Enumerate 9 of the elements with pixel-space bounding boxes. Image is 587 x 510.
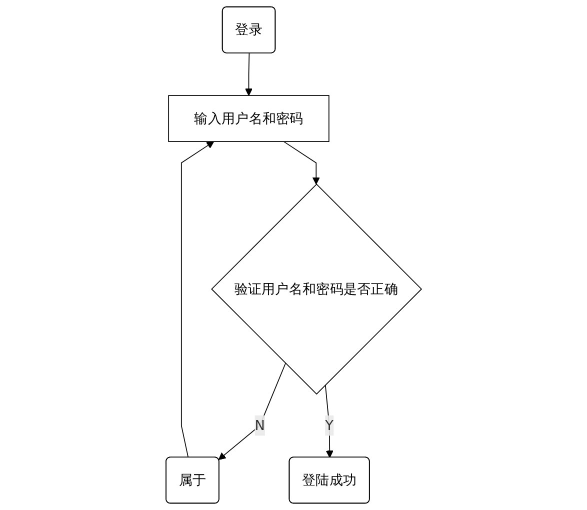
edge-label: Y: [324, 417, 334, 434]
arrow: [218, 362, 286, 460]
edge-label: N: [254, 417, 265, 434]
node-box: 输入用户名和密码: [168, 95, 330, 142]
node-diamond: 验证用户名和密码是否正确: [210, 184, 422, 395]
arrow: [180, 141, 214, 458]
arrow: [324, 384, 334, 458]
arrow: [283, 141, 320, 185]
arrow: [244, 52, 252, 96]
